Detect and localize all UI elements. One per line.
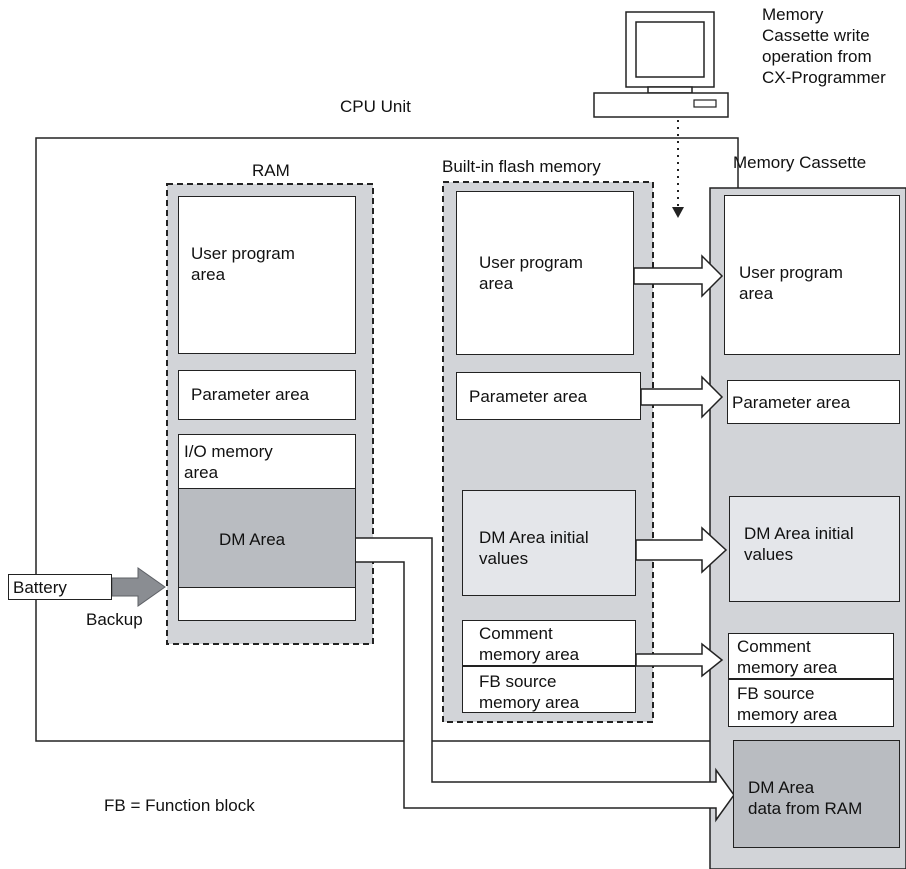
cassette-fb-source-box: FB source memory area <box>728 679 894 727</box>
flash-user-program-box: User program area <box>456 191 634 355</box>
computer-note: Memory Cassette write operation from CX-… <box>762 5 886 87</box>
computer-icon <box>593 11 729 118</box>
flash-dm-initial-box: DM Area initial values <box>462 490 636 596</box>
write-arrow-head <box>672 207 684 218</box>
arrow-comment <box>635 642 724 678</box>
arrow-user-program <box>633 254 724 298</box>
backup-label: Backup <box>86 610 143 629</box>
arrow-dm-from-ram <box>354 537 735 823</box>
ram-io-memory-label: I/O memory area <box>184 442 273 482</box>
footnote: FB = Function block <box>104 796 255 815</box>
flash-comment-box: Comment memory area <box>462 620 636 666</box>
arrow-parameter <box>640 375 724 419</box>
ram-title: RAM <box>252 161 290 180</box>
cassette-user-program-box: User program area <box>724 195 900 355</box>
cassette-title: Memory Cassette <box>733 153 867 172</box>
ram-user-program-box: User program area <box>178 196 356 354</box>
arrow-dm-initial <box>635 526 728 574</box>
cassette-dm-initial-box: DM Area initial values <box>729 496 900 602</box>
flash-parameter-box: Parameter area <box>456 372 641 420</box>
cpu-unit-label: CPU Unit <box>340 97 411 116</box>
ram-parameter-box: Parameter area <box>178 370 356 420</box>
flash-fb-source-box: FB source memory area <box>462 666 636 713</box>
ram-dm-area-box: DM Area <box>178 488 356 588</box>
backup-arrow <box>111 567 166 607</box>
flash-title: Built-in flash memory <box>442 157 601 176</box>
cassette-comment-box: Comment memory area <box>728 633 894 679</box>
cassette-parameter-box: Parameter area <box>727 380 900 424</box>
battery-box: Battery <box>8 574 112 600</box>
cassette-dm-from-ram-box: DM Area data from RAM <box>733 740 900 848</box>
